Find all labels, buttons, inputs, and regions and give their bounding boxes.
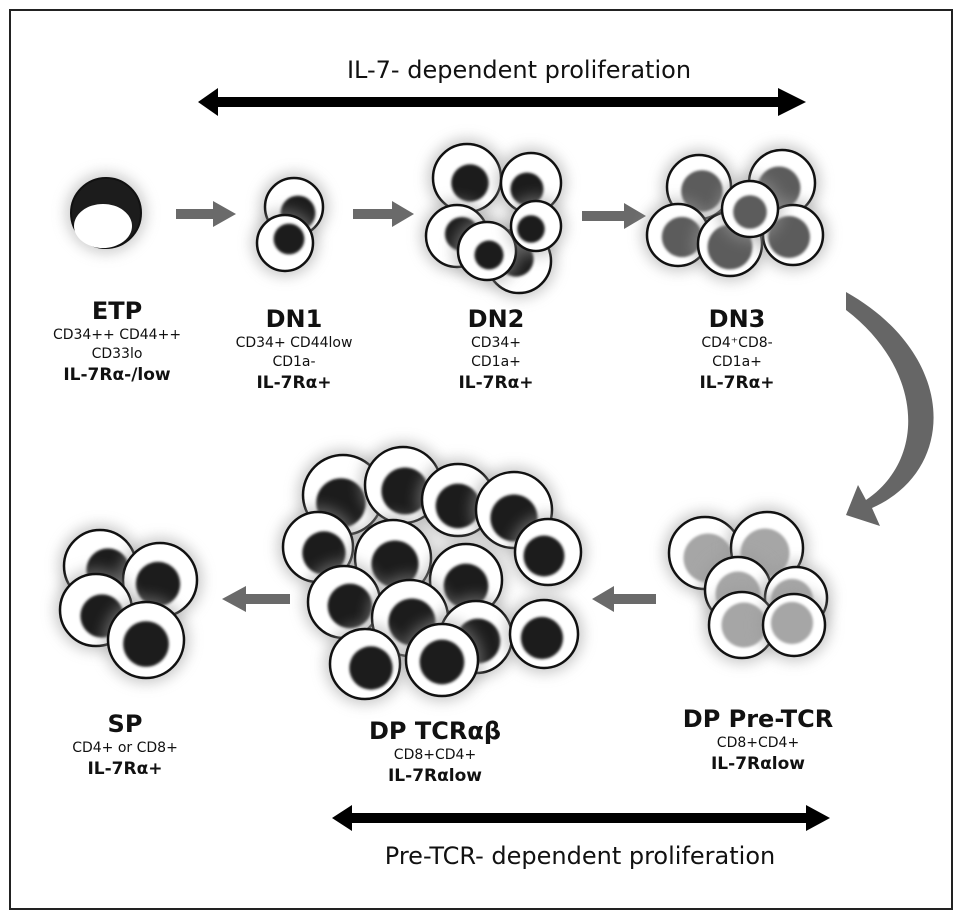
- cell-cluster-dp-pretcr: [664, 507, 832, 663]
- arrow-dn1-to-dn2: [353, 201, 414, 227]
- arrow-dp-tcrab-to-sp: [222, 586, 290, 612]
- stage-marker: CD1a+: [471, 354, 521, 370]
- stage-receptor: IL-7Rα+: [87, 759, 163, 779]
- cell-nucleus: [135, 561, 181, 607]
- cell-nucleus: [721, 602, 767, 648]
- bottom-arrow-label: Pre-TCR- dependent proliferation: [384, 842, 776, 870]
- cell: [325, 624, 405, 704]
- cell: [505, 595, 583, 673]
- figure-border: [9, 9, 953, 910]
- cell-nucleus: [768, 216, 810, 258]
- stage-label-dp-pretcr: DP Pre-TCR CD8+CD4+ IL-7Rαlow: [683, 704, 833, 776]
- cell-cluster-sp: [55, 525, 202, 683]
- stage-name: DP TCRαβ: [369, 717, 501, 745]
- stage-marker: CD4⁺CD8-: [701, 335, 773, 351]
- cell: [510, 514, 586, 590]
- stage-name: ETP: [91, 297, 143, 325]
- cell-cluster-dn1: [252, 173, 328, 276]
- stage-marker: CD8+CD4+: [393, 747, 477, 763]
- cell-cluster-dn3: [642, 145, 828, 281]
- stage-label-dn1: DN1 CD34+ CD44low CD1a- IL-7Rα+: [236, 304, 353, 395]
- stage-label-dp-tcrab: DP TCRαβ CD8+CD4+ IL-7Rαlow: [369, 716, 501, 788]
- cell-nucleus: [435, 483, 481, 529]
- stage-receptor: IL-7Rαlow: [387, 766, 483, 786]
- stage-marker: CD34+ CD44low: [235, 335, 353, 351]
- stage-receptor: IL-7Rα+: [256, 373, 332, 393]
- stage-marker: CD33lo: [91, 346, 143, 362]
- stage-marker: CD8+CD4+: [716, 735, 800, 751]
- cell: [758, 589, 830, 661]
- stage-receptor: IL-7Rαlow: [710, 754, 806, 774]
- cell: [704, 587, 780, 663]
- cell-nucleus: [349, 646, 393, 690]
- cell: [453, 217, 521, 285]
- cell-nucleus: [520, 616, 564, 660]
- cell: [103, 597, 189, 683]
- stage-name: SP: [107, 710, 143, 738]
- cell: [401, 619, 483, 701]
- stage-label-etp: ETP CD34++ CD44++ CD33lo IL-7Rα-/low: [53, 296, 181, 387]
- cell: [252, 210, 318, 276]
- stage-marker: CD1a-: [272, 354, 316, 370]
- cell-nucleus: [419, 639, 465, 685]
- stage-name: DN3: [708, 305, 766, 333]
- cell-nucleus: [661, 216, 703, 258]
- cell-nucleus: [123, 621, 169, 667]
- stage-label-sp: SP CD4+ or CD8+ IL-7Rα+: [72, 709, 178, 781]
- cell: [471, 467, 557, 553]
- arrow-etp-to-dn1: [176, 201, 236, 227]
- stage-receptor: IL-7Rα+: [458, 373, 534, 393]
- cell-nucleus: [327, 583, 373, 629]
- arrow-dn2-to-dn3: [582, 203, 646, 229]
- cell-nucleus: [681, 170, 723, 212]
- bottom-double-arrow: [332, 805, 830, 831]
- stage-receptor: IL-7Rα-/low: [63, 365, 171, 385]
- cell-nucleus: [733, 195, 767, 229]
- top-arrow-label: IL-7- dependent proliferation: [346, 56, 692, 84]
- top-double-arrow: [198, 88, 806, 116]
- cell-nucleus: [381, 467, 429, 515]
- cell-cluster-dn2: [421, 139, 566, 298]
- cell-cluster-etp: [66, 173, 146, 253]
- stage-marker: CD34++ CD44++: [52, 327, 182, 343]
- arrow-dn3-to-dp-pretcr: [846, 292, 934, 526]
- cell-nucleus: [523, 535, 565, 577]
- cell-nucleus: [273, 223, 305, 255]
- stage-name: DN1: [265, 305, 323, 333]
- cell-cluster-dp-tcrab: [278, 442, 586, 704]
- stage-marker: CD34+: [470, 335, 522, 351]
- cell-nucleus: [474, 240, 504, 270]
- stage-marker: CD4+ or CD8+: [72, 740, 178, 756]
- cell-nucleus: [770, 601, 814, 645]
- cell-nucleus: [517, 215, 545, 243]
- cell-cytoplasm: [74, 204, 132, 248]
- cell: [717, 176, 783, 242]
- cell-nucleus: [451, 164, 489, 202]
- cell: [66, 173, 146, 253]
- stage-label-dn2: DN2 CD34+ CD1a+ IL-7Rα+: [458, 304, 533, 395]
- stage-marker: CD1a+: [712, 354, 762, 370]
- cell: [506, 196, 566, 256]
- stage-name: DN2: [467, 305, 525, 333]
- stage-receptor: IL-7Rα+: [699, 373, 775, 393]
- stage-label-dn3: DN3 CD4⁺CD8- CD1a+ IL-7Rα+: [699, 304, 774, 395]
- stage-name: DP Pre-TCR: [682, 705, 834, 733]
- arrow-dp-pretcr-to-dp-tcrab: [592, 586, 656, 612]
